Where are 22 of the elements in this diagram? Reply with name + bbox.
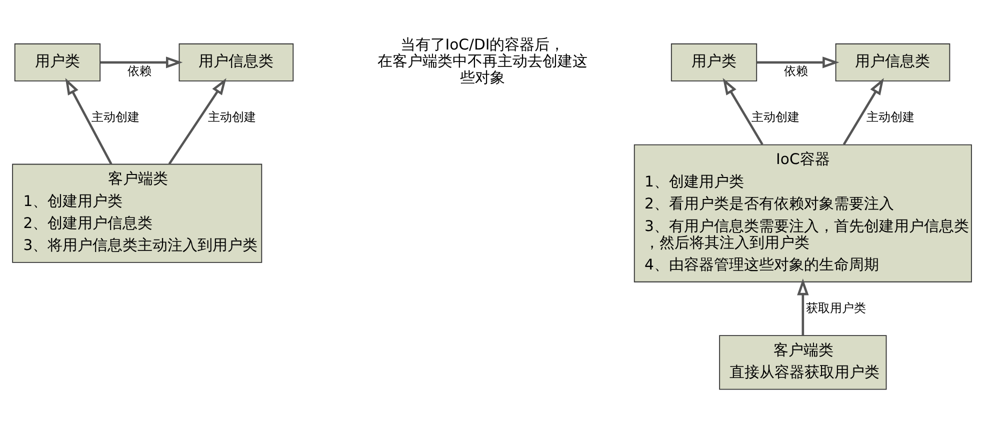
edge-label: 主动创建 [866,110,914,124]
arrow [756,56,840,68]
edge-label: 主动创建 [91,110,140,124]
edge-label: 获取用户类 [806,300,866,315]
arrow [168,78,226,165]
arrow [722,78,764,146]
edge-label: 依赖 [128,64,152,78]
node-box: 用户信息类 [178,43,294,82]
arrow [65,78,112,165]
node-box: 用户信息类 [835,43,950,82]
edge-label: 主动创建 [208,110,256,124]
label: 当有了IoC/DI的容器后，在客户端类中不再主动去创建这些对象 [378,36,588,87]
node-box: 用户类 [670,43,758,82]
node-box: 客户端类 直接从容器获取用户类 [719,335,887,390]
edge-label: 主动创建 [752,110,800,124]
edge-label: 依赖 [784,64,808,78]
arrow [797,278,809,336]
node-box: 客户端类 1、创建用户类 2、创建用户信息类 3、将用户信息类主动注入到用户类 [12,164,262,263]
arrow [842,78,884,146]
node-box: 用户类 [14,43,101,82]
arrow [100,56,183,68]
node-box: IoC容器 1、创建用户类 2、看用户类是否有依赖对象需要注入 3、有用户信息类需要注入，首先创建用户信息类，然后将其注入到用户类 4、由容器管理这些对象的生命周期 [634,144,972,282]
